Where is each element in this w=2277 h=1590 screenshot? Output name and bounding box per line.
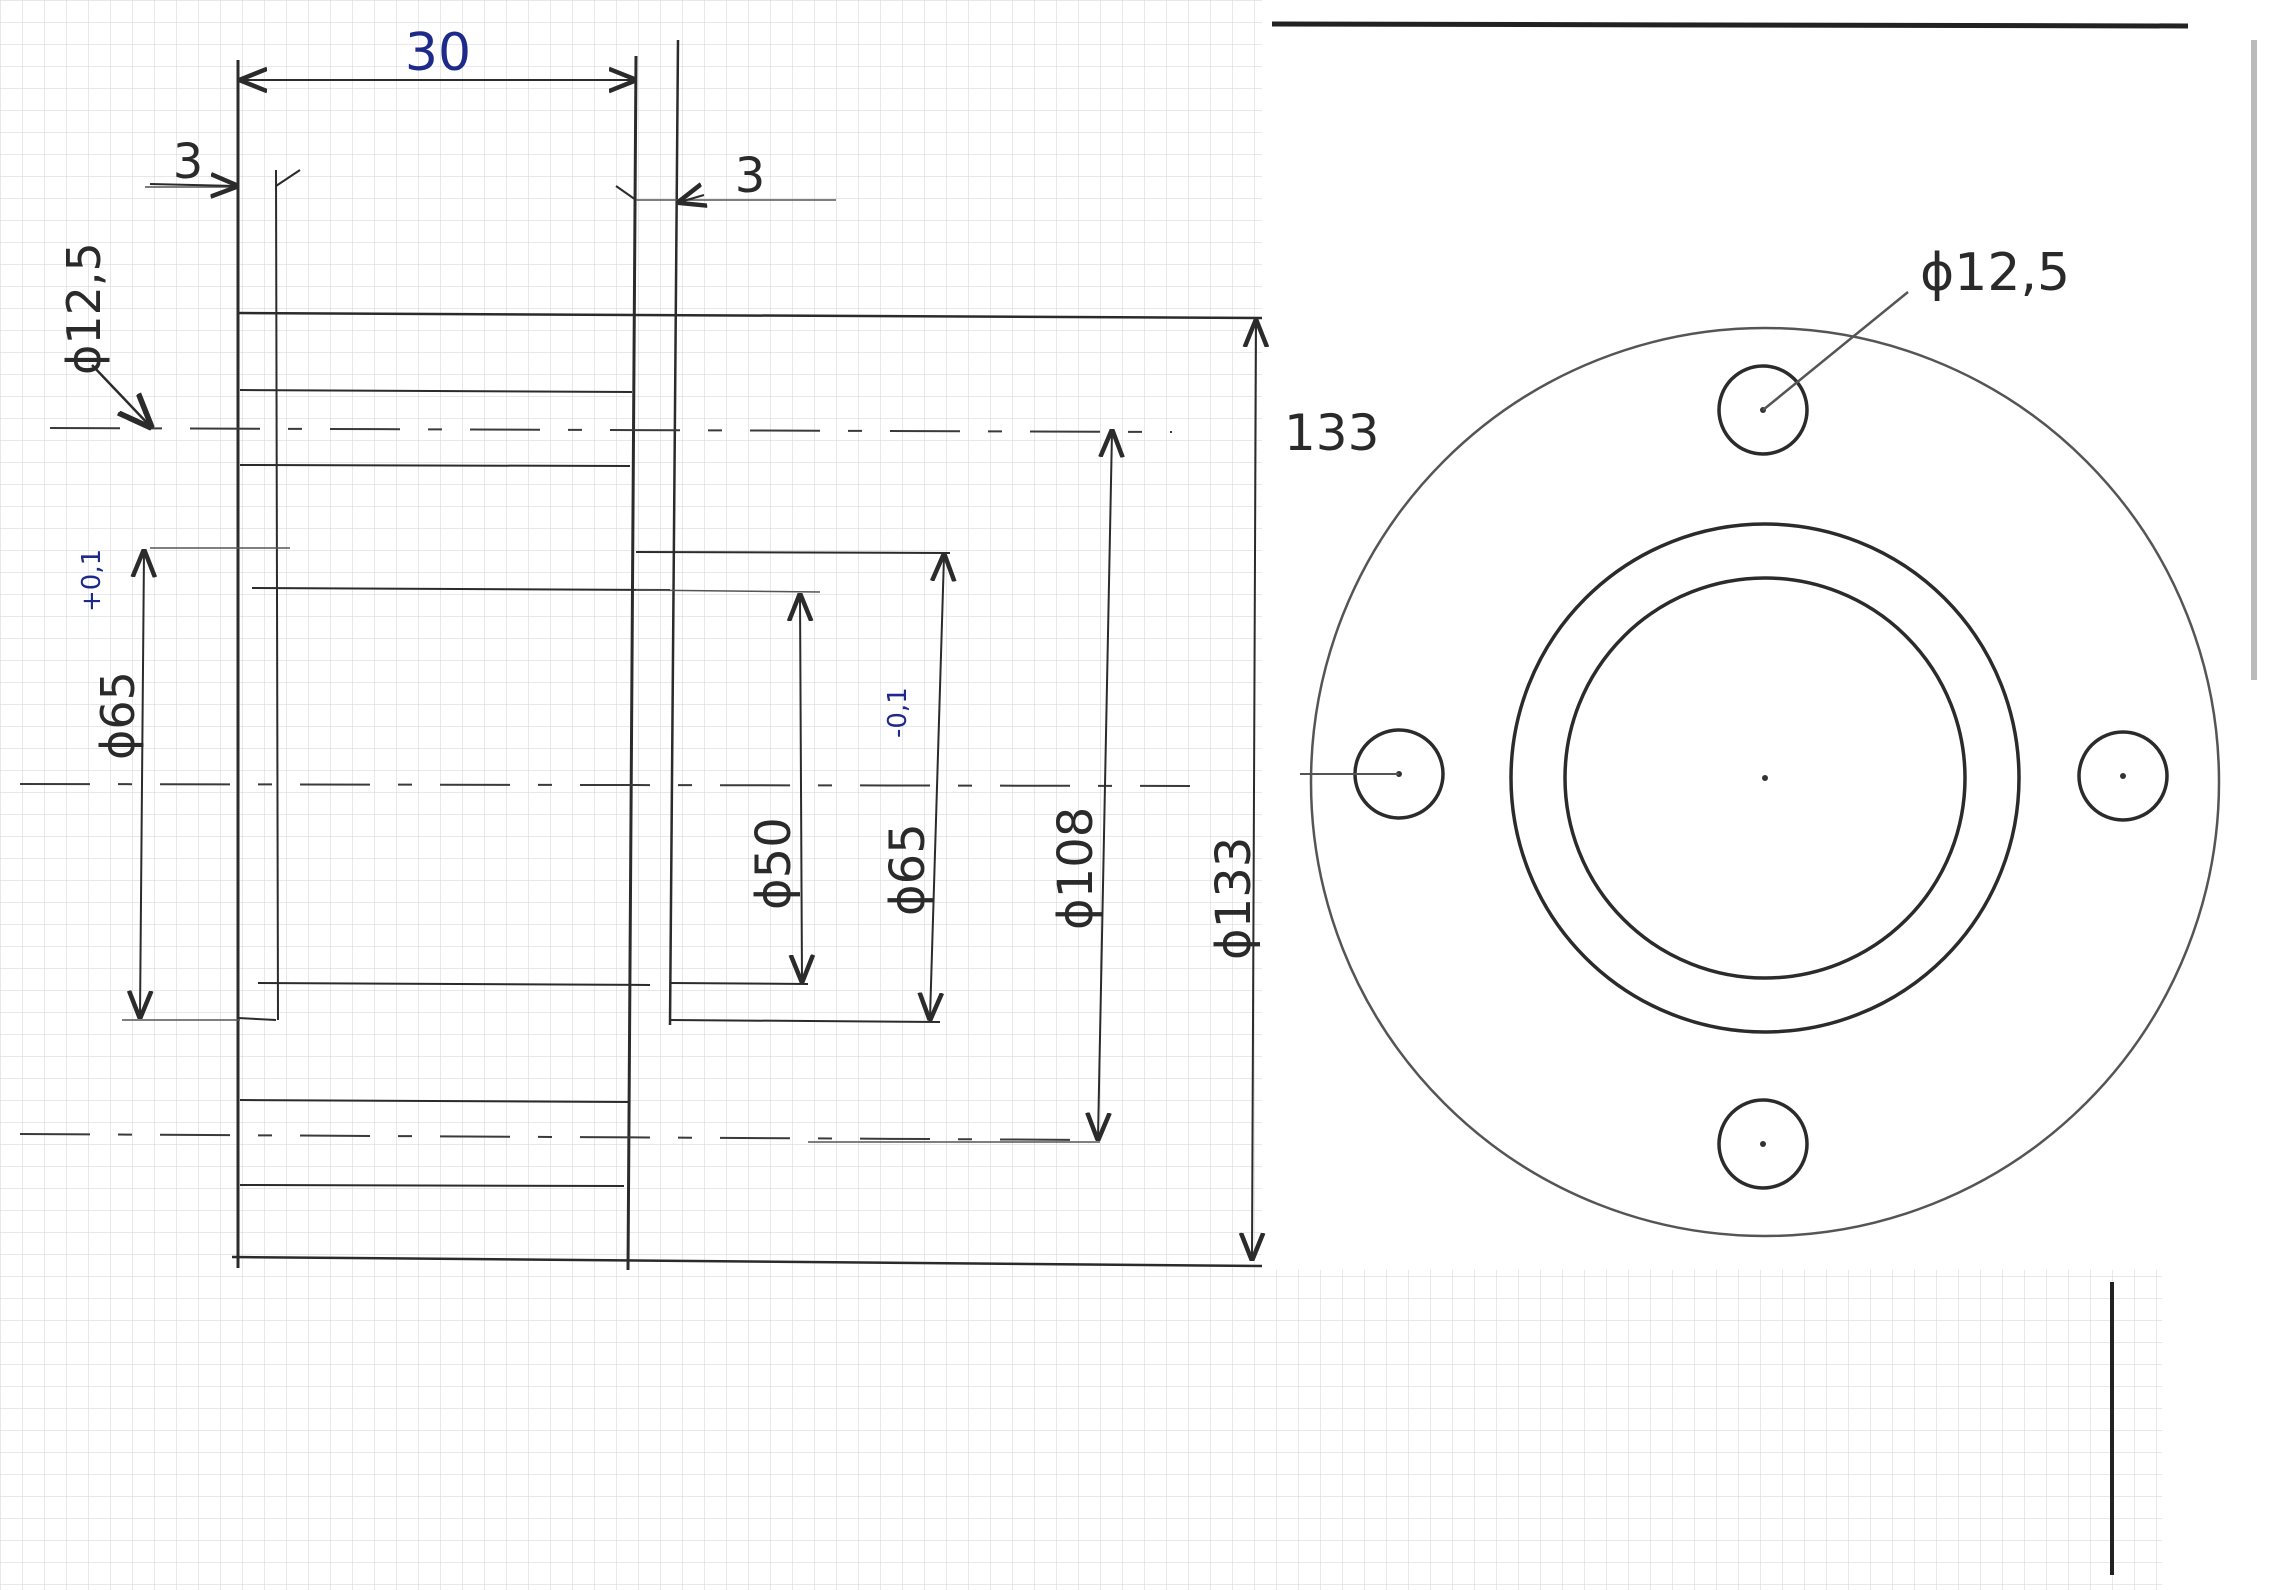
step-left-edge xyxy=(275,169,279,1021)
hole-dim-label: ϕ12,5 xyxy=(57,242,111,375)
left-step-arrow xyxy=(149,184,236,186)
outer-dim-label: ϕ133 xyxy=(1206,837,1262,960)
bolt-hole-right-center xyxy=(2120,773,2126,779)
grid-bottom-right xyxy=(1262,1270,2162,1590)
bore-tolerance-label: +0,1 xyxy=(77,549,107,612)
flange-outer-circle xyxy=(1309,326,2221,1238)
hole2-top-line xyxy=(239,1099,629,1103)
inner-dim-label: ϕ50 xyxy=(746,817,802,910)
bore-top-line xyxy=(251,587,671,591)
bolt-hole-bottom xyxy=(1717,1098,1809,1190)
front-hole-label: ϕ12,5 xyxy=(1920,243,2070,303)
pcd-dim-label: ϕ108 xyxy=(1048,807,1104,930)
right-step-arrow xyxy=(680,195,704,202)
left-step-tick xyxy=(275,169,301,187)
bolt-hole-top xyxy=(1717,364,1809,456)
center-point xyxy=(1762,775,1768,781)
inner-dim-line xyxy=(800,596,802,980)
spigot-tolerance-label: -0,1 xyxy=(883,687,913,738)
hole-axis-bottom xyxy=(19,1133,1101,1141)
outer-top-line xyxy=(237,311,1263,320)
left-step-dim-label: 3 xyxy=(173,134,204,190)
pcd-dim-line xyxy=(1098,432,1112,1138)
bolt-hole-bottom-center xyxy=(1760,1141,1766,1147)
hole-axis-top xyxy=(49,427,1173,433)
outer-dim-line xyxy=(1252,322,1256,1258)
body-right-edge xyxy=(626,55,638,1271)
spigot-circle xyxy=(1509,522,2021,1034)
bore-dim-line xyxy=(140,552,144,1016)
bolt-hole-right xyxy=(2077,730,2169,822)
hole-top-line xyxy=(239,389,633,393)
front-view: ϕ12,5 133 xyxy=(1284,243,2221,1238)
right-step-tick xyxy=(615,185,637,201)
main-axis xyxy=(19,783,1191,787)
paper-top-edge xyxy=(1271,21,2189,29)
right-step-dim-label: 3 xyxy=(735,148,766,204)
hole-leader xyxy=(91,364,150,426)
outer-bottom-line xyxy=(231,1255,1263,1268)
bore-dim-label: ϕ65 xyxy=(91,671,145,760)
spigot-dim-line xyxy=(930,556,944,1018)
spigot-bottom-line xyxy=(669,1019,941,1023)
side-view: 30 3 3 ϕ12,5 ϕ65 +0,1 ϕ50 ϕ65 -0,1 ϕ108 … xyxy=(19,23,1263,1271)
bore-bottom-line xyxy=(257,982,651,986)
bore-circle xyxy=(1563,576,1967,980)
front-view-paper xyxy=(1262,20,2202,1270)
hole2-bottom-line xyxy=(239,1184,625,1187)
inner-ext-top xyxy=(635,589,821,593)
spigot-dim-label: ϕ65 xyxy=(880,823,936,916)
step-bottom-line xyxy=(237,1017,277,1021)
front-outer-label: 133 xyxy=(1284,404,1379,462)
inner-bottom-line xyxy=(669,982,809,985)
spigot-top-line xyxy=(635,551,951,554)
front-hole-leader xyxy=(1762,291,1909,411)
hole-bottom-line xyxy=(239,464,631,467)
width-dim-label: 30 xyxy=(405,23,471,83)
